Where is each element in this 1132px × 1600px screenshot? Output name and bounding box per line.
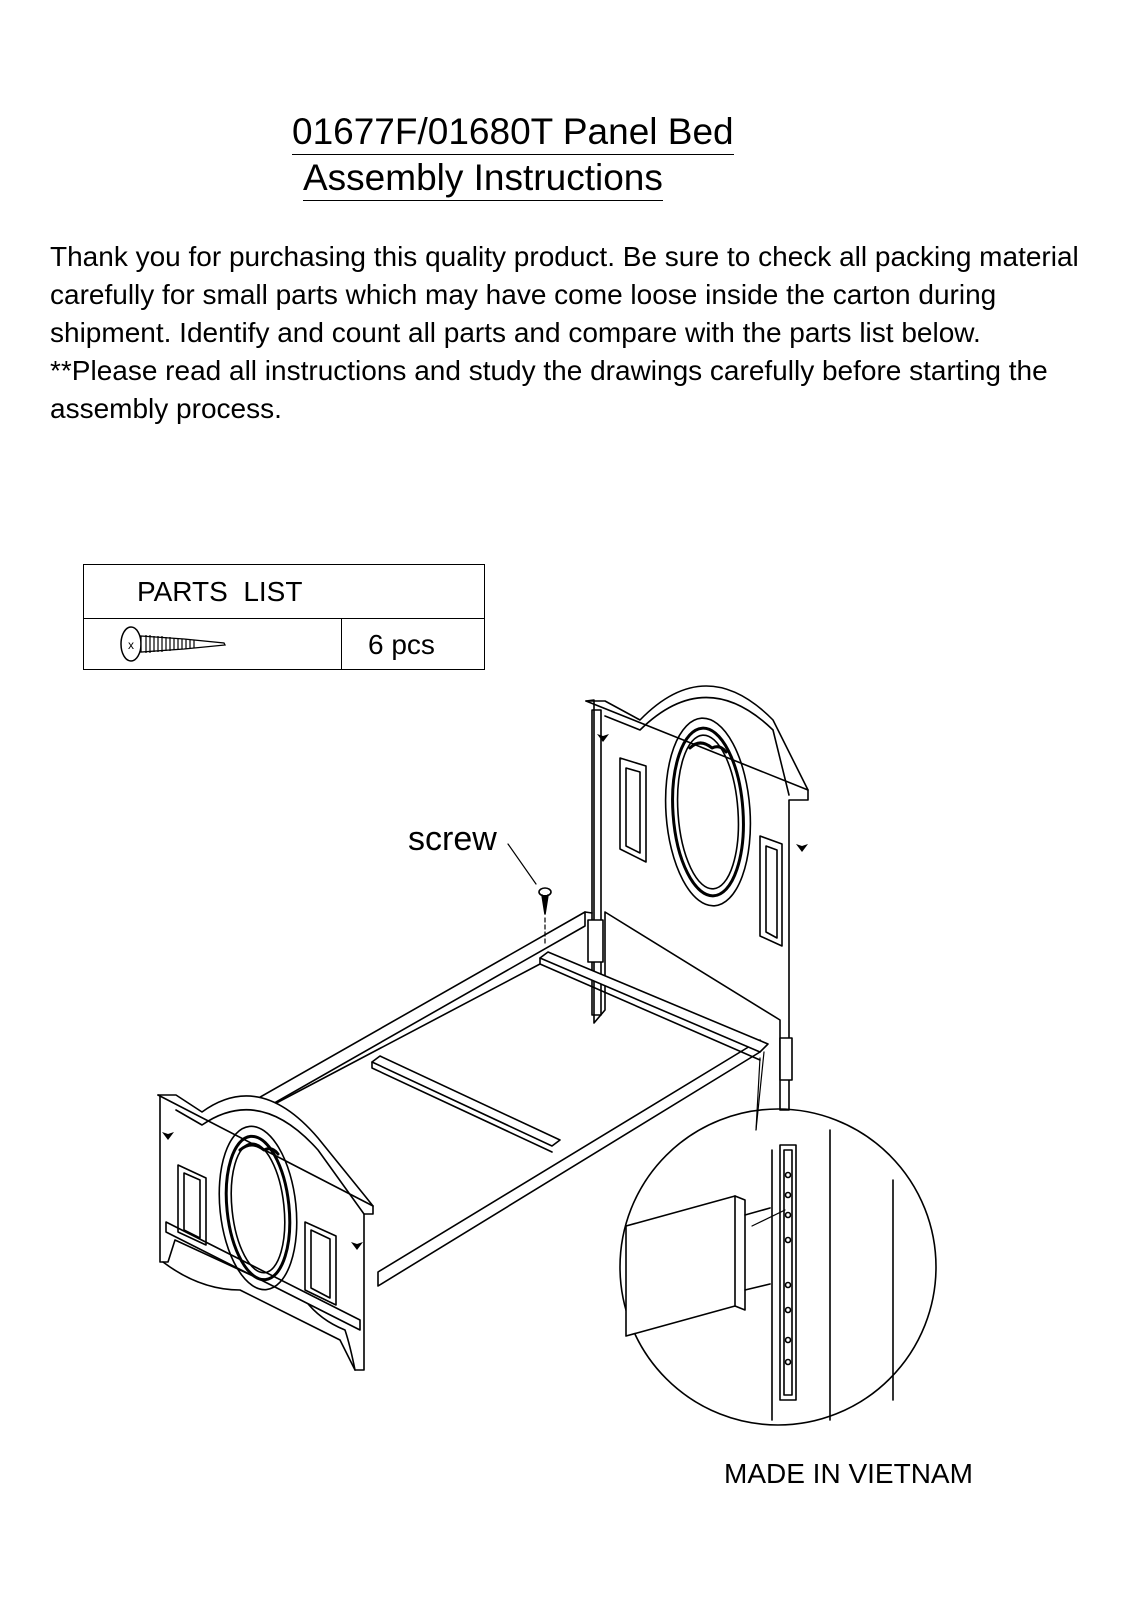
- footboard-ornament-left: [162, 1132, 174, 1140]
- made-in-label: MADE IN VIETNAM: [724, 1458, 973, 1489]
- screw-label: screw: [408, 820, 497, 858]
- parts-list-icon-cell: x: [84, 619, 342, 669]
- headboard: [585, 685, 809, 1111]
- screw-callout: [507, 843, 552, 946]
- headboard-ornament-right: [796, 844, 808, 852]
- parts-list-row: x 6 pcs: [84, 619, 484, 669]
- intro-paragraph-2: **Please read all instructions and study…: [50, 355, 1048, 424]
- intro-paragraph-1: Thank you for purchasing this quality pr…: [50, 241, 1079, 348]
- footboard-ornament-right: [351, 1242, 363, 1250]
- document-title: 01677F/01680T Panel Bed: [292, 110, 734, 155]
- detail-magnifier: [619, 1051, 937, 1426]
- bed-frame-rails: [247, 911, 793, 1287]
- parts-list-header: PARTS LIST: [84, 565, 484, 619]
- parts-quantity: 6 pcs: [368, 629, 435, 660]
- screw-icon-mark: x: [128, 638, 134, 652]
- document-subtitle: Assembly Instructions: [303, 156, 663, 201]
- screw-icon: x: [120, 626, 227, 662]
- headboard-ornament-left: [597, 734, 609, 742]
- parts-list-table: PARTS LIST x 6 pcs: [83, 564, 485, 670]
- intro-text: Thank you for purchasing this quality pr…: [50, 238, 1110, 428]
- footboard: [157, 1094, 374, 1371]
